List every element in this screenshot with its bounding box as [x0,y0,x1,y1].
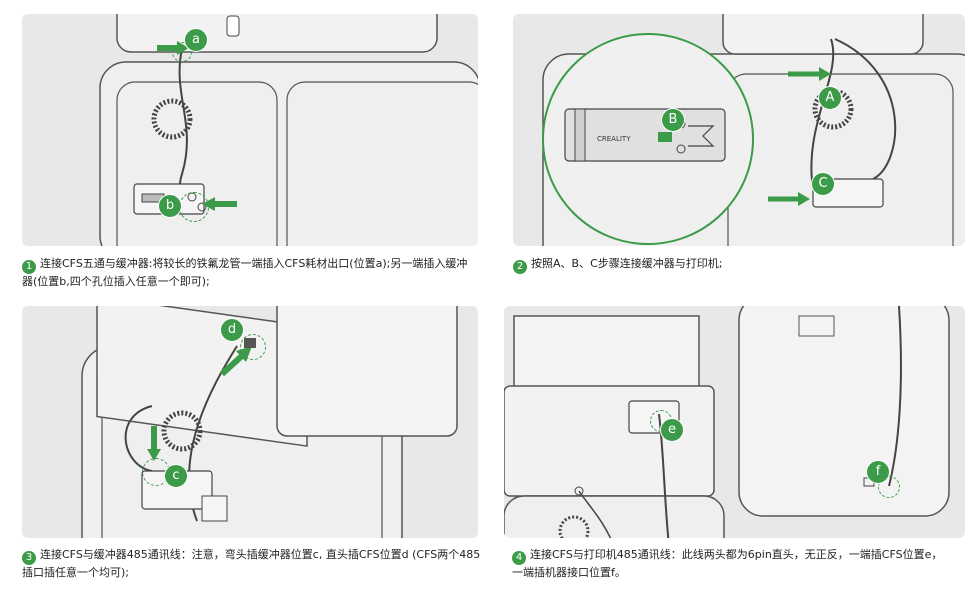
step-2-badge: 2 [513,260,527,274]
step-4-illustration: e f [504,306,965,538]
marker-ring-d [240,334,266,360]
cfs-485-printer-drawing [504,306,950,538]
creality-logo: CREALITY [597,135,631,143]
step-2-illustration: CREALITY A B C [513,14,965,246]
step-2-caption: 2 按照A、B、C步骤连接缓冲器与打印机; [513,256,953,274]
buffer-printer-drawing: CREALITY [542,14,965,246]
marker-ring-b [179,192,209,222]
cfs-buffer-drawing [99,14,478,246]
marker-a: a [184,28,208,52]
step-4-badge: 4 [512,551,526,565]
step-4-text: 连接CFS与打印机485通讯线：此线两头都为6pin直头，无正反，一端插CFS位… [512,548,943,579]
step-3-text: 连接CFS与缓冲器485通讯线：注意，弯头插缓冲器位置c, 直头插CFS位置d … [22,548,481,579]
marker-A: A [818,86,842,110]
marker-e: e [660,418,684,442]
step-3-badge: 3 [22,551,36,565]
marker-B: B [661,108,685,132]
step-1-text: 连接CFS五通与缓冲器:将较长的铁氟龙管一端插入CFS耗材出口(位置a);另一端… [22,257,468,288]
marker-C: C [811,172,835,196]
marker-ring-a [172,42,192,62]
step-1-illustration: a b [22,14,478,246]
marker-d: d [220,318,244,342]
marker-c: c [164,464,188,488]
step-3-illustration: d c [22,306,478,538]
marker-b: b [158,194,182,218]
step-2-text: 按照A、B、C步骤连接缓冲器与打印机; [531,257,723,270]
step-1-badge: 1 [22,260,36,274]
marker-f: f [866,460,890,484]
